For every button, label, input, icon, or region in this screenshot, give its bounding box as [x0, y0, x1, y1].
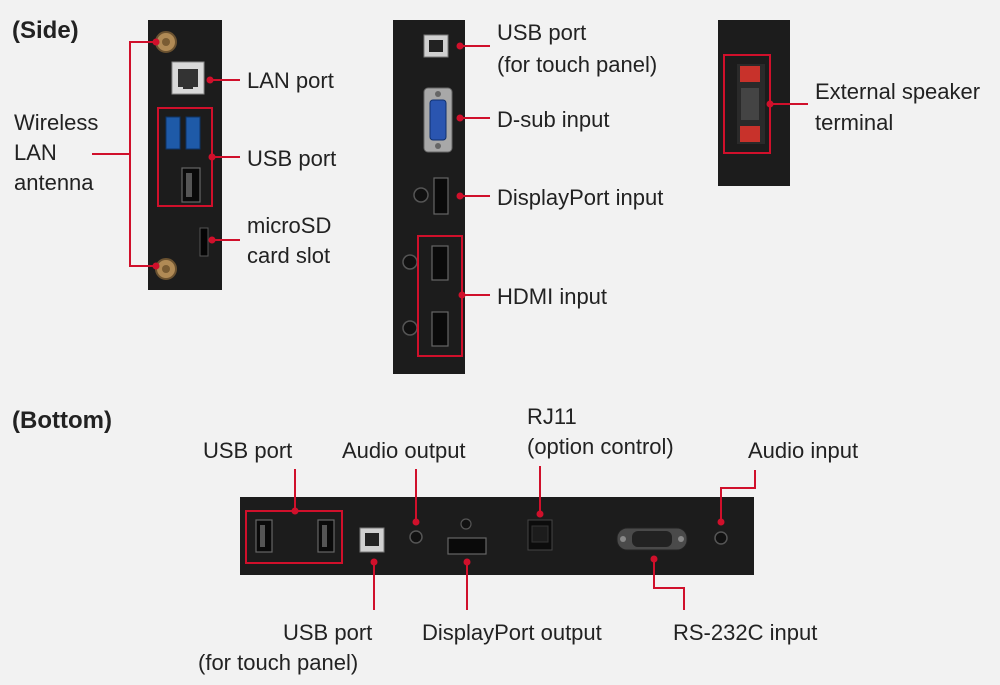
label-wireless-lan-antenna: Wireless LAN antenna	[14, 110, 104, 195]
label-rj11: RJ11 (option control)	[527, 404, 674, 459]
antenna-connector-top	[155, 31, 177, 53]
heading-side: (Side)	[12, 17, 79, 44]
heading-bottom: (Bottom)	[12, 407, 112, 434]
hdmi-connector-bottom	[402, 311, 449, 347]
lan-port-connector	[171, 61, 205, 95]
microsd-slot	[199, 227, 209, 257]
label-hdmi-input: HDMI input	[497, 284, 607, 309]
usb2-connector	[181, 167, 201, 203]
displayport-input-connector	[413, 177, 449, 215]
label-displayport-output: DisplayPort output	[422, 620, 602, 645]
audio-output-jack	[409, 530, 423, 544]
bottom-usb-connectors	[255, 519, 335, 553]
label-external-speaker-terminal: External speaker terminal	[815, 79, 986, 135]
label-usb-port-touch-side: USB port (for touch panel)	[497, 20, 657, 77]
bottom-usb-b-connector	[359, 527, 385, 553]
hdmi-connector-top	[402, 245, 449, 281]
label-audio-output: Audio output	[342, 438, 466, 463]
usb3-connectors	[165, 116, 201, 150]
audio-input-jack	[714, 531, 728, 545]
rj11-connector	[527, 519, 553, 551]
label-lan-port: LAN port	[247, 68, 334, 93]
label-usb-port-touch-bottom: USB port (for touch panel)	[198, 620, 378, 675]
label-usb-port-side: USB port	[247, 146, 336, 171]
usb-b-connector	[423, 34, 449, 58]
label-usb-port-bottom: USB port	[203, 438, 292, 463]
antenna-connector-bottom	[155, 258, 177, 280]
dsub-connector	[423, 87, 453, 153]
label-displayport-input: DisplayPort input	[497, 185, 663, 210]
label-dsub-input: D-sub input	[497, 107, 610, 132]
rs232c-connector	[616, 527, 688, 551]
label-rs232c-input: RS-232C input	[673, 620, 817, 645]
label-audio-input: Audio input	[748, 438, 858, 463]
bottom-panel	[240, 497, 754, 575]
side-panel-middle	[393, 20, 465, 374]
label-microsd-card-slot: microSD card slot	[247, 213, 337, 268]
displayport-output-connector	[447, 518, 487, 555]
